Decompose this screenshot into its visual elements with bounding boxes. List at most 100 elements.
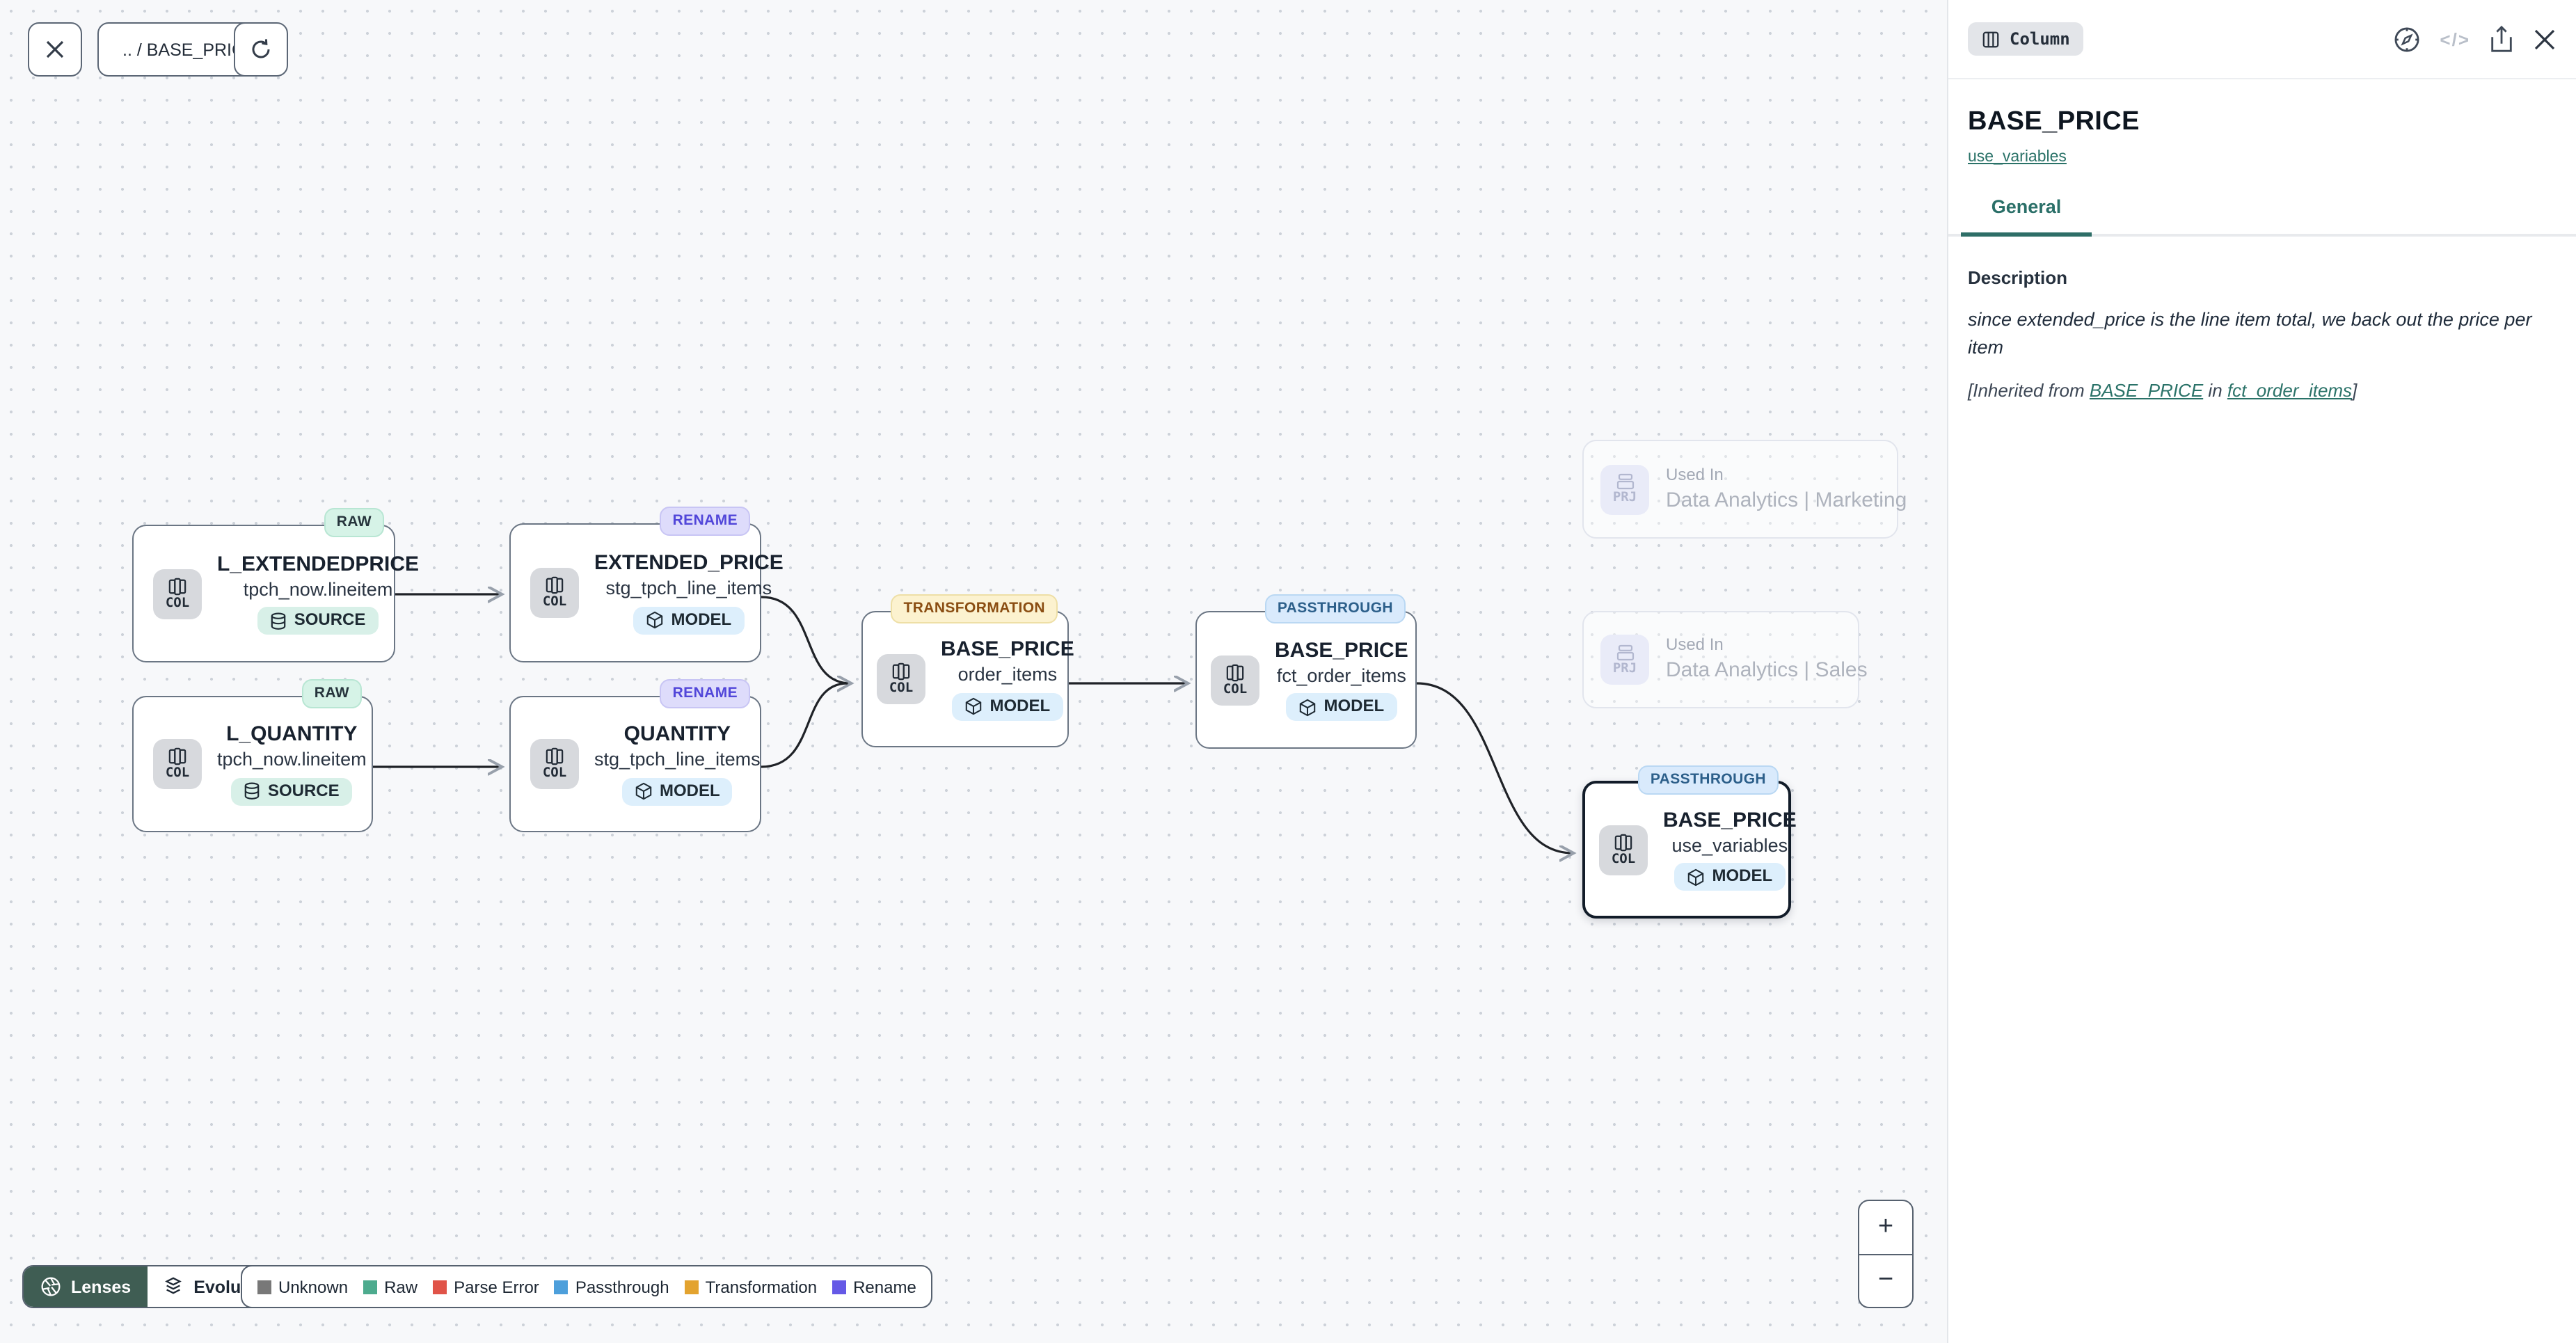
lineage-canvas[interactable]: .. / BASE_PRICE RAW COL L_EXTENDEDPRICE … xyxy=(0,0,1947,1343)
used-in-marketing-node[interactable]: PRJ Used In Data Analytics | Marketing xyxy=(1582,440,1907,539)
column-type-chip: COL xyxy=(1599,825,1648,875)
legend-item: Passthrough xyxy=(554,1277,669,1296)
details-panel: Column </> BASE_PRICE use_variables Gene… xyxy=(1947,0,2576,1343)
cube-icon xyxy=(966,698,982,716)
legend-label: Parse Error xyxy=(454,1277,539,1296)
legend-swatch xyxy=(433,1280,447,1294)
legend-item: Unknown xyxy=(257,1277,348,1296)
legend-swatch xyxy=(684,1280,699,1294)
node-base-price-use-variables[interactable]: PASSTHROUGH COL BASE_PRICE use_variables… xyxy=(1582,765,1797,919)
project-icon xyxy=(1616,474,1634,490)
source-pill: SOURCE xyxy=(257,607,379,635)
node-title: L_QUANTITY xyxy=(226,722,358,747)
node-title: EXTENDED_PRICE xyxy=(594,551,784,575)
legend-item: Raw xyxy=(363,1277,418,1296)
evolution-legend: Unknown Raw Parse Error Passthrough Transfor… xyxy=(241,1265,933,1308)
column-icon xyxy=(1982,31,1999,47)
column-icon xyxy=(168,748,186,765)
column-type-chip: COL xyxy=(877,654,925,704)
column-type-chip: COL xyxy=(153,739,202,789)
lenses-button[interactable]: Lenses xyxy=(24,1266,148,1307)
close-panel-button[interactable] xyxy=(2533,27,2557,51)
node-extended-price[interactable]: RENAME COL EXTENDED_PRICE stg_tpch_line_… xyxy=(509,507,784,662)
panel-header: Column </> xyxy=(1948,0,2576,79)
column-type-chip: COL xyxy=(530,568,579,618)
zoom-controls: + − xyxy=(1858,1200,1914,1308)
node-subtitle: order_items xyxy=(957,664,1058,685)
database-icon xyxy=(271,612,286,630)
evolution-badge: PASSTHROUGH xyxy=(1637,765,1779,795)
cube-icon xyxy=(647,612,663,630)
node-subtitle: stg_tpch_line_items xyxy=(605,578,772,599)
inherited-from-line: [Inherited from BASE_PRICE in fct_order_… xyxy=(1968,380,2358,402)
node-title: L_EXTENDEDPRICE xyxy=(217,552,420,576)
node-l-quantity[interactable]: RAW COL L_QUANTITY tpch_now.lineitem SOU… xyxy=(132,679,373,832)
evolution-badge: RENAME xyxy=(660,507,750,536)
cube-icon xyxy=(1300,699,1316,717)
legend-label: Unknown xyxy=(278,1277,349,1296)
cube-icon xyxy=(635,783,652,801)
model-link[interactable]: use_variables xyxy=(1968,149,2067,166)
code-view-button[interactable]: </> xyxy=(2440,29,2470,49)
close-lineage-button[interactable] xyxy=(28,22,82,77)
zoom-out-button[interactable]: − xyxy=(1877,1265,1894,1295)
used-in-project: Data Analytics | Marketing xyxy=(1666,488,1907,512)
refresh-icon xyxy=(252,39,270,58)
database-icon xyxy=(245,783,260,800)
model-pill: MODEL xyxy=(1674,863,1786,891)
panel-tabs: General xyxy=(1948,196,2576,237)
column-type-chip: COL xyxy=(1211,655,1259,705)
column-icon xyxy=(892,663,910,681)
project-type-chip: PRJ xyxy=(1600,464,1649,514)
legend-label: Transformation xyxy=(705,1277,818,1296)
column-icon xyxy=(1614,834,1632,851)
legend-label: Passthrough xyxy=(575,1277,669,1296)
share-button[interactable] xyxy=(2488,24,2515,54)
node-subtitle: tpch_now.lineitem xyxy=(217,749,367,770)
node-title: BASE_PRICE xyxy=(1663,808,1797,832)
close-icon xyxy=(2534,29,2555,49)
legend-item: Rename xyxy=(832,1277,916,1296)
panel-title: BASE_PRICE xyxy=(1968,107,2140,136)
lenses-aperture-icon xyxy=(41,1277,61,1296)
used-in-project: Data Analytics | Sales xyxy=(1666,658,1868,683)
used-in-label: Used In xyxy=(1666,635,1724,655)
legend-swatch xyxy=(554,1280,569,1294)
node-base-price-order-items[interactable]: TRANSFORMATION COL BASE_PRICE order_item… xyxy=(861,594,1074,747)
zoom-in-button[interactable]: + xyxy=(1859,1201,1912,1255)
description-heading: Description xyxy=(1968,267,2068,287)
legend-item: Parse Error xyxy=(433,1277,539,1296)
project-type-chip: PRJ xyxy=(1600,635,1649,685)
used-in-sales-node[interactable]: PRJ Used In Data Analytics | Sales xyxy=(1582,611,1868,708)
evolution-badge: PASSTHROUGH xyxy=(1264,594,1406,623)
inherited-column-link[interactable]: BASE_PRICE xyxy=(2089,380,2204,402)
column-type-chip: COL xyxy=(153,569,202,619)
project-icon xyxy=(1616,644,1634,660)
legend-label: Raw xyxy=(384,1277,418,1296)
legend-label: Rename xyxy=(853,1277,916,1296)
column-icon xyxy=(168,578,186,595)
model-pill: MODEL xyxy=(1286,693,1397,722)
column-icon xyxy=(546,748,564,765)
tab-general[interactable]: General xyxy=(1961,196,2092,237)
model-pill: MODEL xyxy=(633,606,745,635)
node-subtitle: fct_order_items xyxy=(1276,665,1406,686)
explore-compass-button[interactable] xyxy=(2392,24,2422,54)
evolution-badge: RENAME xyxy=(660,679,750,708)
node-l-extendedprice[interactable]: RAW COL L_EXTENDEDPRICE tpch_now.lineite… xyxy=(132,508,419,662)
source-pill: SOURCE xyxy=(231,777,352,806)
share-icon xyxy=(2491,24,2512,51)
evolution-badge: RAW xyxy=(301,679,362,708)
column-type-chip: COL xyxy=(530,739,579,789)
node-quantity[interactable]: RENAME COL QUANTITY stg_tpch_line_items … xyxy=(509,679,761,832)
refresh-button[interactable] xyxy=(234,22,288,77)
description-text: since extended_price is the line item to… xyxy=(1968,308,2532,358)
used-in-label: Used In xyxy=(1666,464,1724,484)
column-icon xyxy=(1226,664,1244,681)
inherited-model-link[interactable]: fct_order_items xyxy=(2227,380,2353,402)
node-base-price-fct-order-items[interactable]: PASSTHROUGH COL BASE_PRICE fct_order_ite… xyxy=(1195,594,1417,749)
entity-type-chip: Column xyxy=(1968,22,2084,56)
legend-item: Transformation xyxy=(684,1277,818,1296)
node-title: QUANTITY xyxy=(623,722,731,747)
